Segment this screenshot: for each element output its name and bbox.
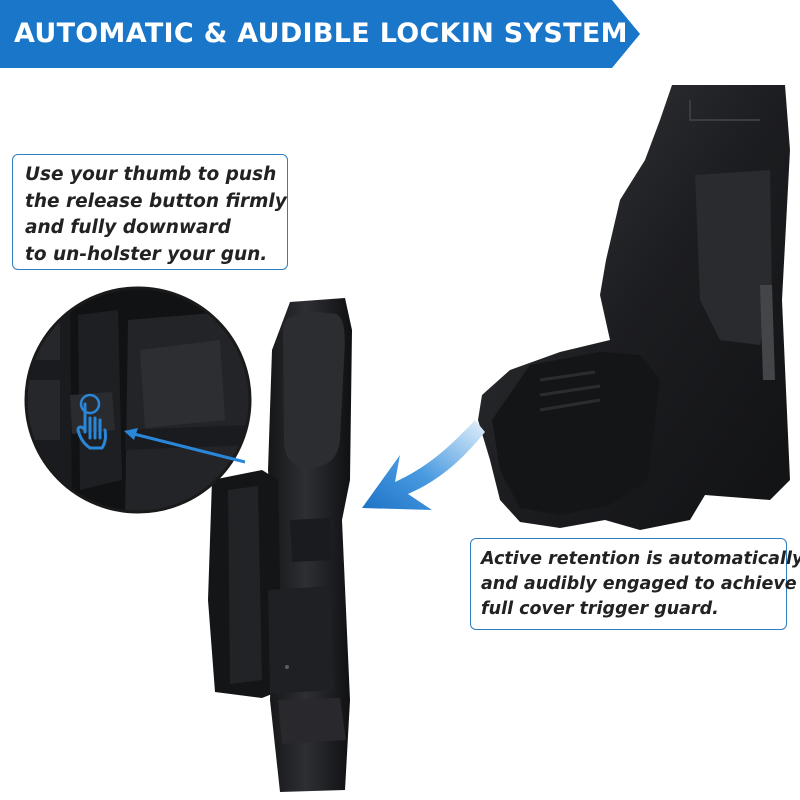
callout-line: full cover trigger guard. — [481, 599, 719, 619]
release-instruction-callout: Use your thumb to push the release butto… — [12, 154, 288, 270]
holstered-pistol-image — [478, 85, 790, 530]
callout-line: Active retention is automatically — [481, 549, 800, 569]
callout-line: to un-holster your gun. — [25, 243, 268, 265]
pointer-arrow-icon — [124, 428, 246, 464]
zoom-detail-circle — [24, 286, 252, 514]
thumb-press-icon — [76, 393, 108, 450]
callout-line: Use your thumb to push — [25, 164, 277, 185]
callout-arrow-icon — [362, 420, 485, 510]
retention-callout: Active retention is automatically and au… — [470, 538, 800, 630]
banner-background — [0, 0, 640, 68]
callout-line: and fully downward — [25, 217, 231, 238]
callout-line: the release button firmly — [25, 190, 287, 212]
banner-title: AUTOMATIC & AUDIBLE LOCKIN SYSTEM — [14, 18, 628, 49]
holster-image — [208, 298, 352, 792]
callout-line: and audibly engaged to achieve — [481, 574, 797, 594]
